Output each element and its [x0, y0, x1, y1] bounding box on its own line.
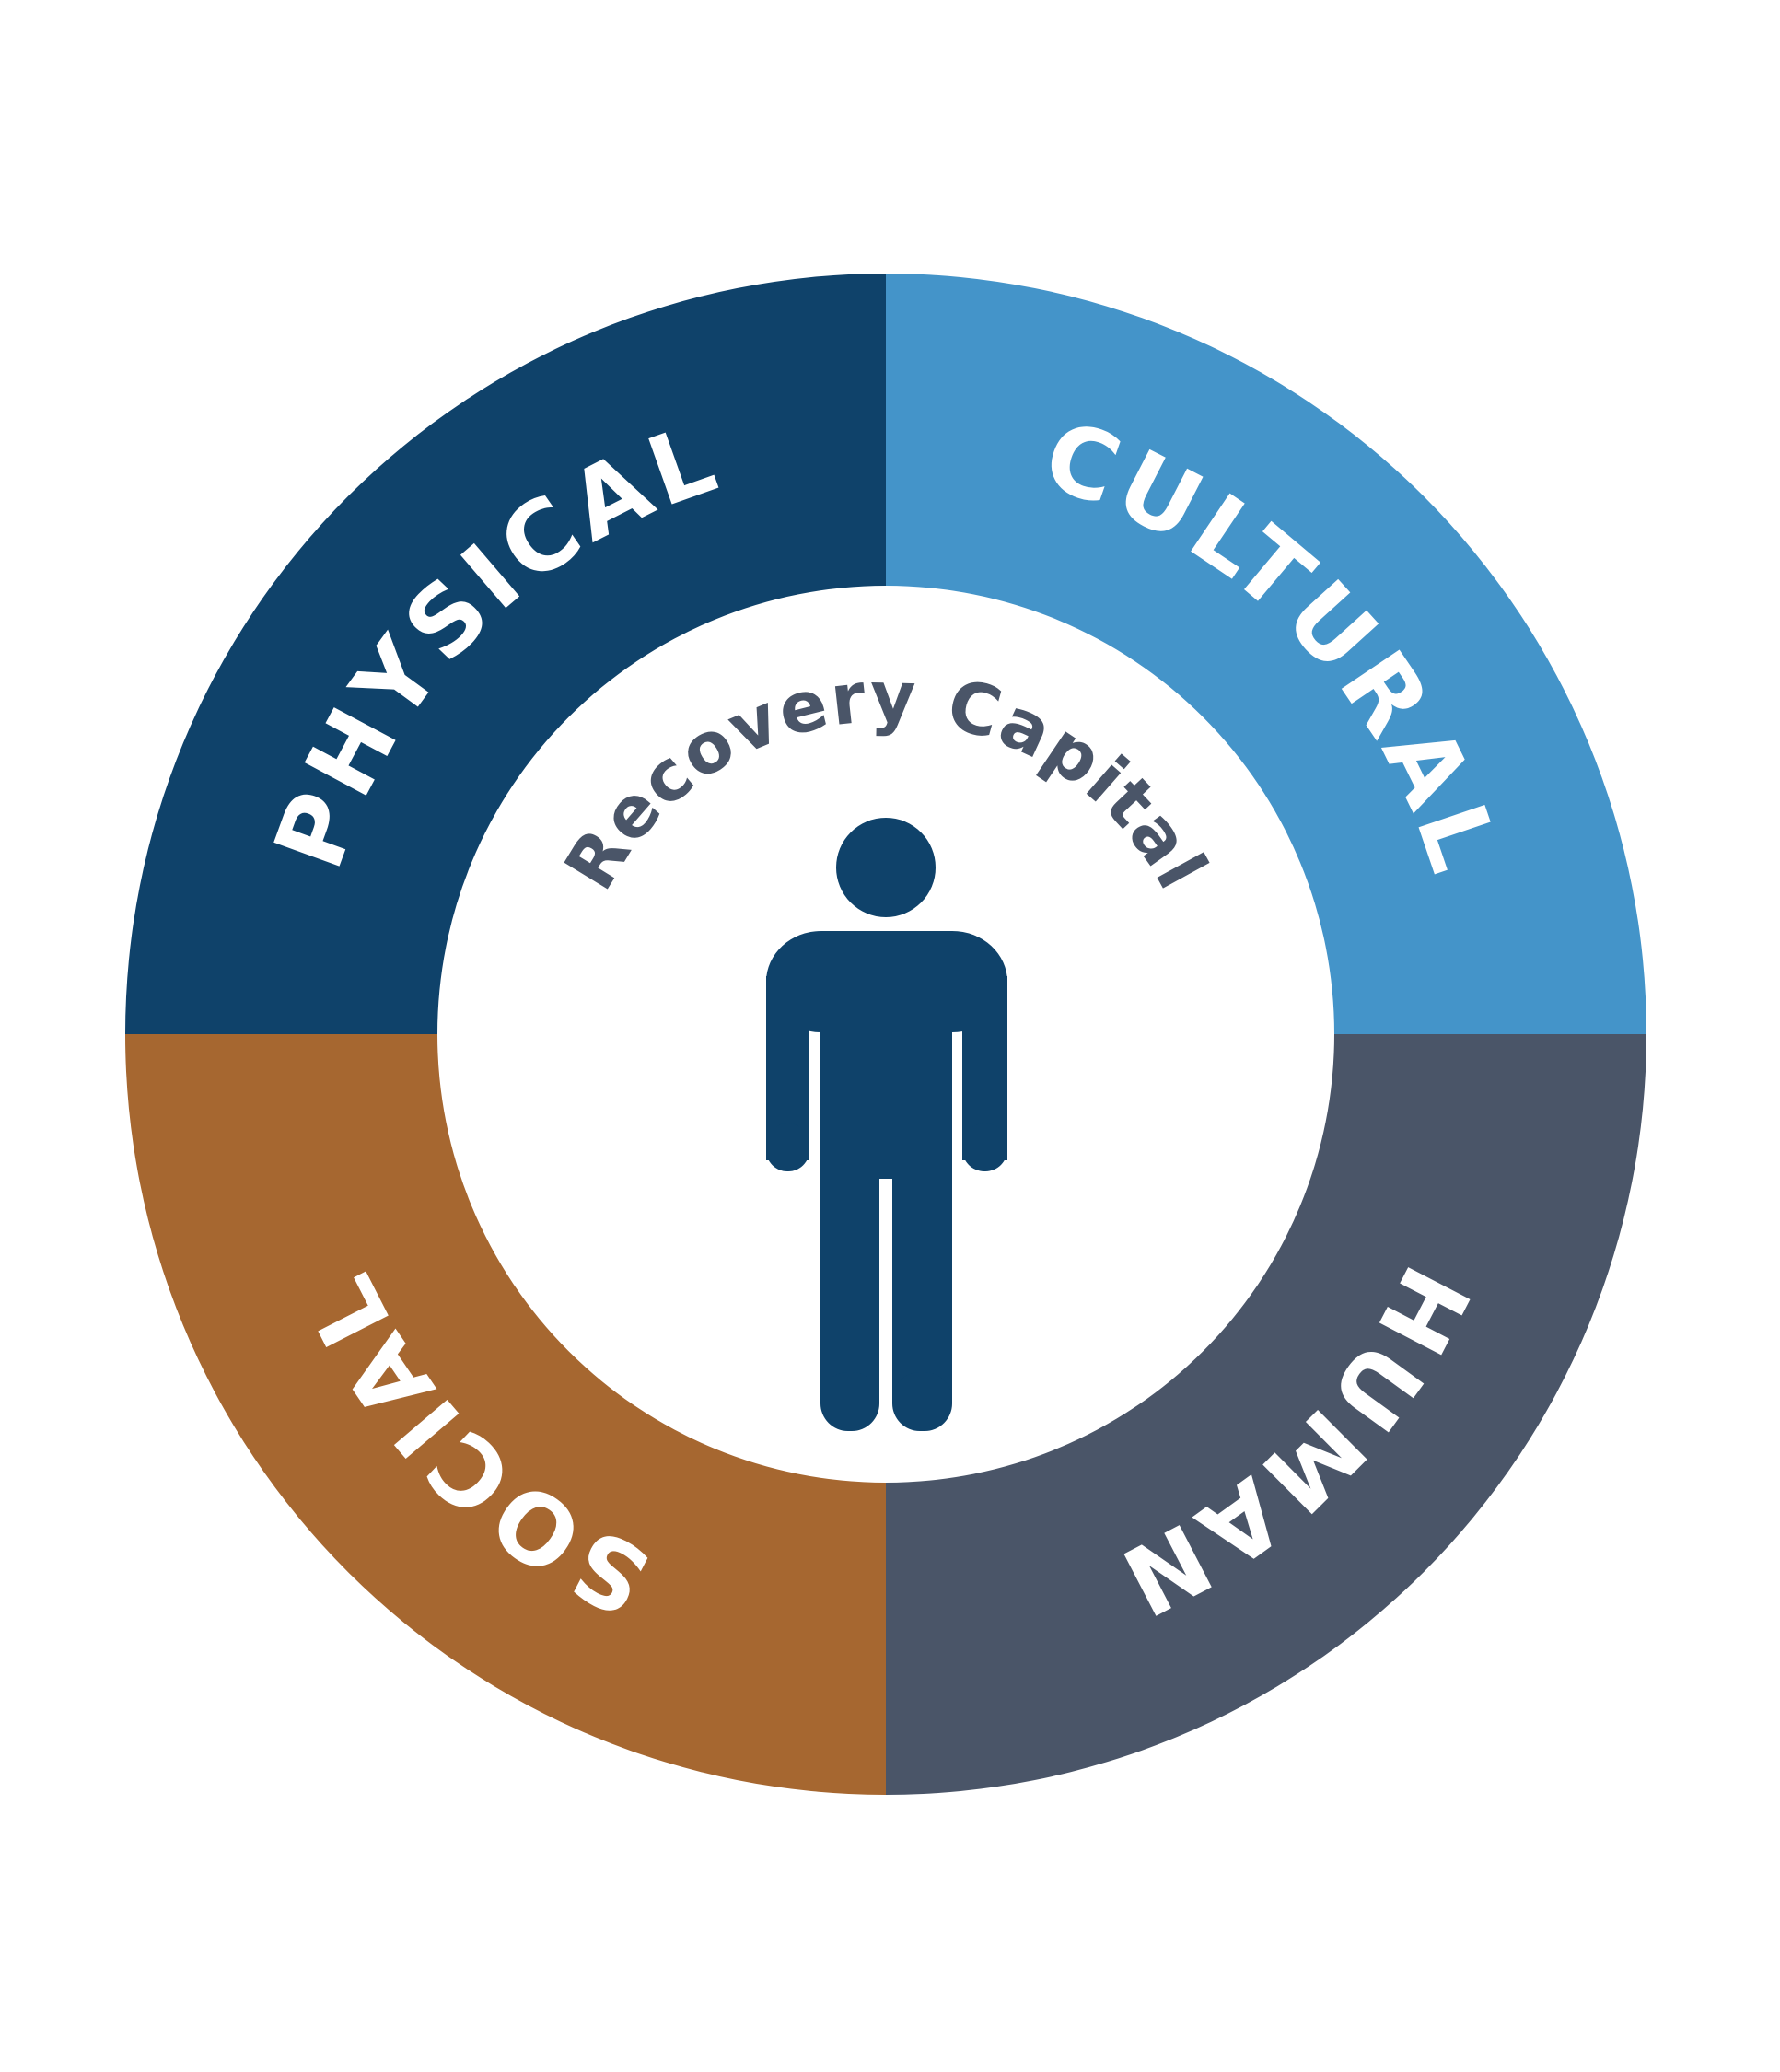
- quadrant-physical: [125, 274, 886, 1034]
- quadrant-human: [886, 1034, 1646, 1795]
- quadrant-social: [125, 1034, 886, 1795]
- quadrant-cultural: [886, 274, 1646, 1034]
- person-icon: [766, 818, 1007, 1431]
